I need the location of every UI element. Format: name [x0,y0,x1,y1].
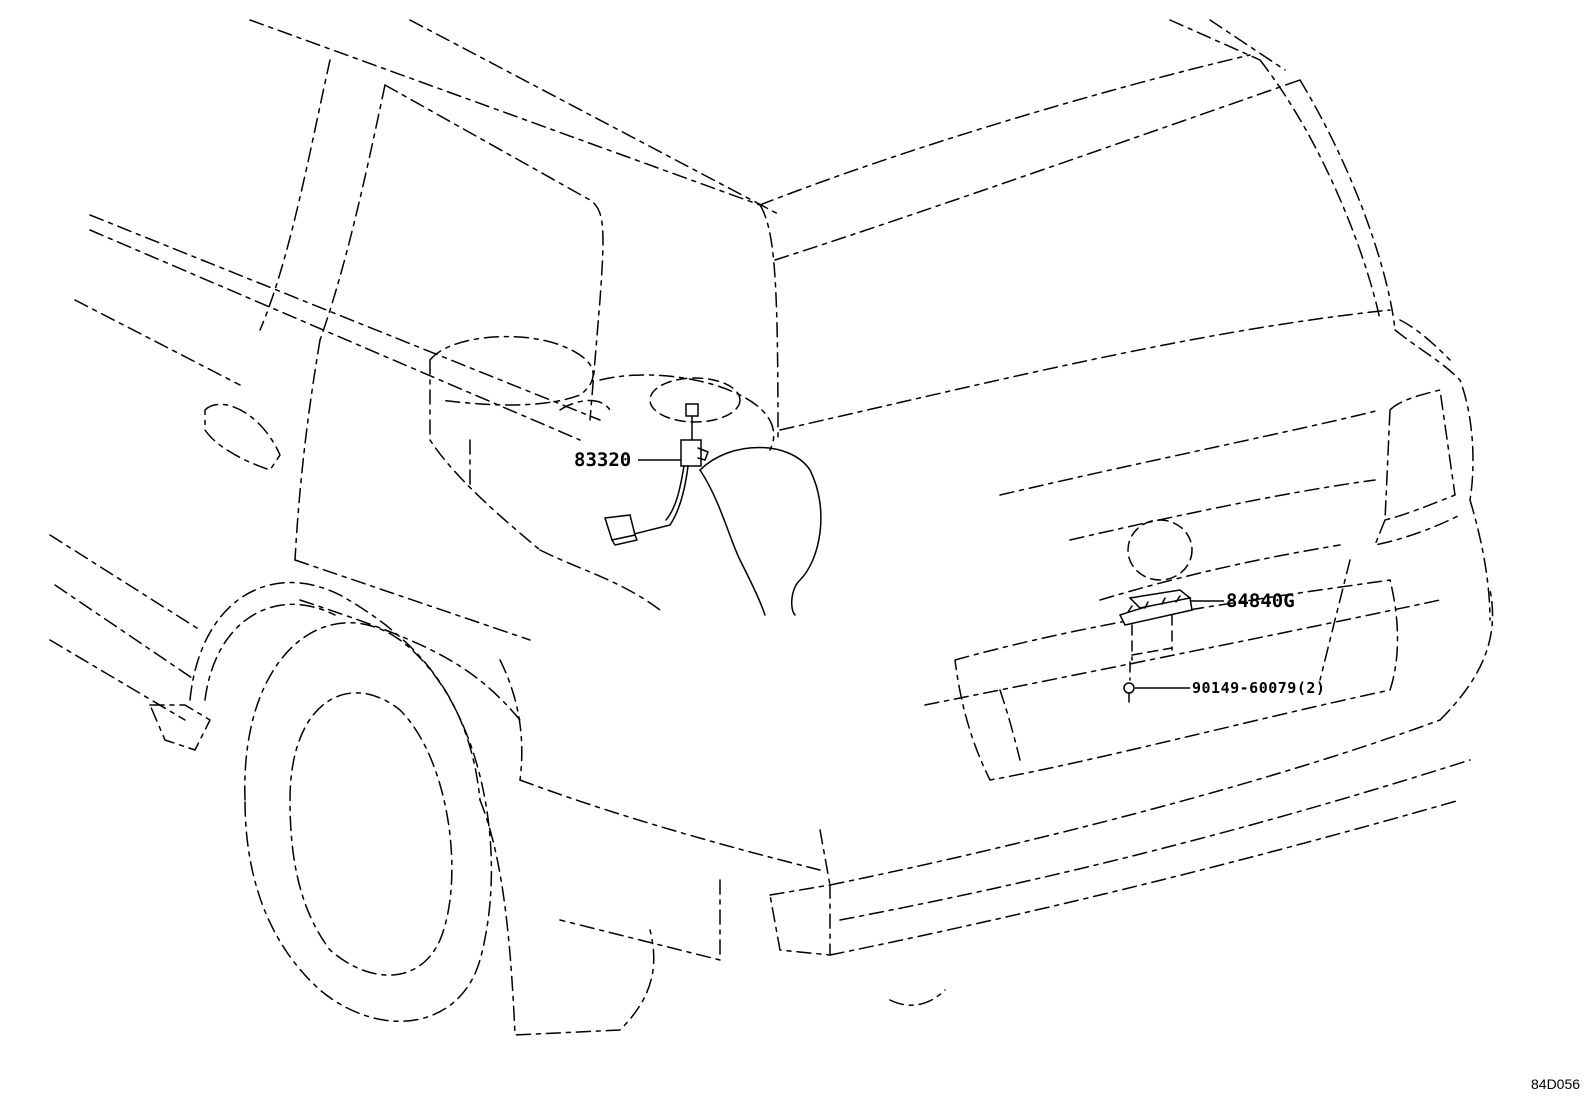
fuel-tank-outline [429,335,775,611]
screw-part [1123,661,1135,703]
part-label-90149-60079[interactable]: 90149-60079(2) [1192,679,1326,697]
leader-lines [638,459,1224,689]
switch-part [1118,589,1193,661]
diagram-code: 84D056 [1531,1076,1581,1092]
part-label-84840g[interactable]: 84840G [1226,590,1295,612]
vehicle-outline [49,19,1494,1036]
part-label-83320[interactable]: 83320 [574,449,632,471]
cargo-outline [699,446,822,616]
fuel-sender-gauge-part [604,403,709,546]
